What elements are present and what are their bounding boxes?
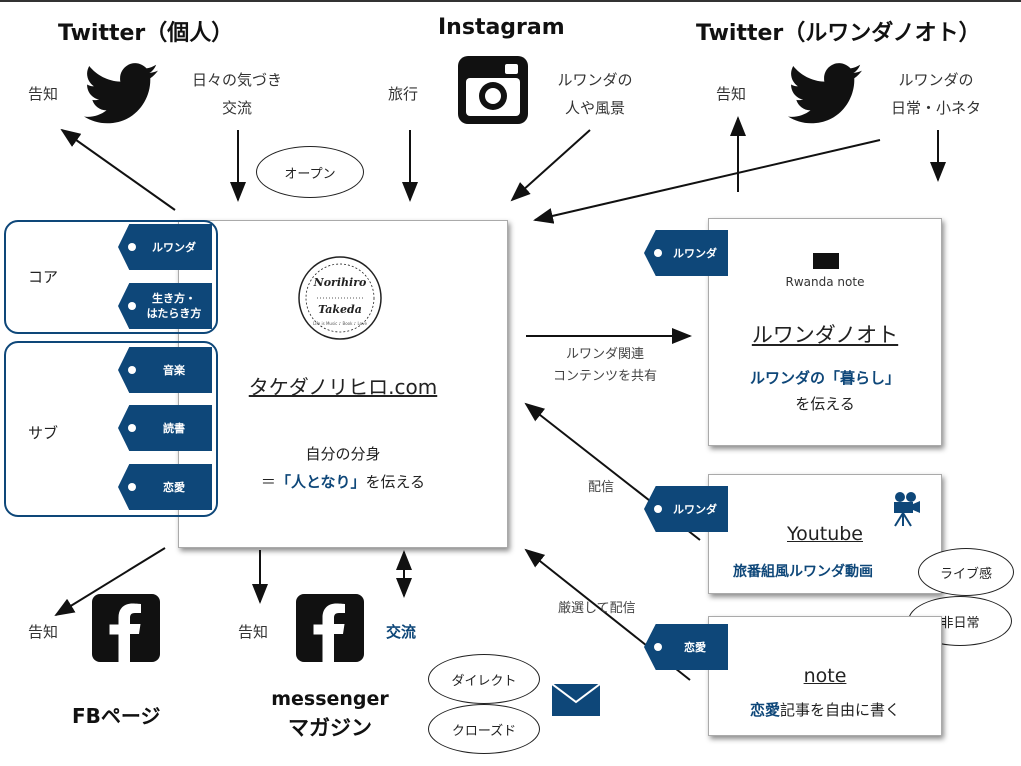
tag-love-note: 恋愛	[644, 624, 728, 670]
tag-hole	[128, 483, 136, 491]
youtube-card: Youtube 旅番組風ルワンダ動画	[708, 474, 942, 594]
arrow-to-twitter-personal	[60, 128, 176, 211]
tag-hole	[654, 643, 662, 651]
bubble-direct-label: ダイレクト	[451, 673, 517, 689]
logo-badge	[298, 256, 382, 340]
facebook-icon-2	[296, 594, 364, 663]
instagram-people-1: ルワンダの	[557, 71, 633, 89]
twitter-personal-daily-2: 交流	[221, 99, 252, 117]
bubble-live-label: ライブ感	[939, 566, 992, 582]
fb-page-notice: 告知	[28, 623, 59, 641]
share-label-2: コンテンツを共有	[552, 369, 657, 384]
twitter-rwanda-daily-1: ルワンダの	[898, 71, 974, 89]
youtube-desc: 旅番組風ルワンダ動画	[733, 564, 873, 580]
arrow-to-fb-page	[54, 547, 166, 617]
twitter-rwanda-notice: 告知	[716, 85, 747, 103]
facebook-f-glyph-2	[313, 603, 345, 663]
bubble-closed: クローズド	[428, 704, 540, 754]
tag-ikikata-line2: はたらき方	[146, 307, 202, 320]
messenger-title-2: マガジン	[288, 716, 372, 740]
rwanda-note-desc-hl: ルワンダの「暮らし」	[749, 369, 900, 387]
rwanda-note-desc: を伝える	[795, 395, 855, 413]
bubble-closed-label: クローズド	[451, 723, 517, 739]
distribute-label: 配信	[588, 480, 615, 495]
tag-rwanda-core: ルワンダ	[118, 224, 212, 270]
messenger-exchange: 交流	[386, 623, 417, 641]
messenger-notice: 告知	[238, 623, 269, 641]
envelope-icon	[552, 684, 600, 716]
note-desc-hl: 恋愛	[749, 701, 780, 719]
main-desc-highlight: 「人となり」	[275, 473, 366, 491]
fb-page-title: FBページ	[72, 704, 161, 728]
instagram-icon	[458, 56, 528, 124]
rwanda-note-logo-icon	[813, 253, 839, 269]
tag-hole	[128, 243, 136, 251]
youtube-title[interactable]: Youtube	[787, 523, 863, 545]
facebook-icon	[92, 594, 160, 663]
tag-hole	[128, 424, 136, 432]
main-desc-2: ＝「人となり」を伝える	[179, 471, 507, 492]
main-desc-post: を伝える	[365, 473, 426, 491]
twitter-personal-daily-1: 日々の気づき	[191, 71, 282, 89]
core-group-label: コア	[28, 268, 59, 286]
instagram-travel: 旅行	[388, 85, 419, 103]
facebook-f-glyph	[109, 603, 141, 663]
tag-love: 恋愛	[118, 464, 212, 510]
sub-group	[4, 341, 218, 517]
main-site-card: Norihiro Takeda Life is Music ♪ Book ♪ L…	[178, 220, 508, 548]
sub-group-label: サブ	[28, 424, 59, 442]
tag-hole	[128, 302, 136, 310]
tag-reading: 読書	[118, 405, 212, 451]
twitter-bird-icon	[84, 63, 158, 124]
note-desc-line: 恋愛記事を自由に書く	[709, 699, 941, 720]
video-camera-icon	[894, 492, 920, 527]
twitter-bird-icon-2	[788, 63, 862, 124]
share-label-1: ルワンダ関連	[565, 347, 644, 362]
logo-text-1: Norihiro	[313, 276, 367, 289]
twitter-rwanda-daily-2: 日常・小ネタ	[890, 99, 981, 117]
main-desc-eq: ＝	[260, 473, 276, 491]
bubble-direct: ダイレクト	[428, 654, 540, 704]
bubble-open: オープン	[256, 146, 364, 198]
core-group	[4, 220, 218, 334]
tag-rwanda-note: ルワンダ	[644, 230, 728, 276]
arrow-from-twitter-rwanda	[533, 139, 881, 224]
top-border	[0, 0, 1021, 2]
note-desc: 記事を自由に書く	[780, 701, 901, 719]
tag-ikikata-line1: 生き方・	[152, 292, 196, 305]
note-card: note 恋愛記事を自由に書く	[708, 616, 942, 736]
bubble-open-label: オープン	[284, 166, 336, 182]
select-distribute-label: 厳選して配信	[558, 601, 636, 616]
logo-ring-text: Life is Music ♪ Book ♪ Love	[313, 321, 367, 326]
main-site-title[interactable]: タケダノリヒロ.com	[248, 375, 438, 399]
bubble-live: ライブ感	[918, 548, 1014, 596]
arrow-from-instagram	[510, 129, 591, 202]
rwanda-note-card: Rwanda note ルワンダノオト ルワンダの「暮らし」 を伝える	[708, 218, 942, 446]
twitter-rwanda-title: Twitter（ルワンダノオト）	[696, 21, 981, 46]
main-desc-1: 自分の分身	[305, 445, 381, 463]
instagram-people-2: 人や風景	[564, 99, 625, 117]
rwanda-note-title[interactable]: ルワンダノオト	[751, 323, 899, 347]
note-title[interactable]: note	[803, 665, 847, 687]
tag-ikikata: 生き方・はたらき方	[118, 283, 212, 329]
tag-music: 音楽	[118, 347, 212, 393]
instagram-title: Instagram	[438, 15, 565, 40]
bubble-unusual-label: 非日常	[940, 615, 980, 631]
logo-text-2: Takeda	[318, 303, 362, 316]
twitter-personal-title: Twitter（個人）	[58, 21, 234, 46]
rwanda-note-logo-text: Rwanda note	[785, 275, 865, 289]
tag-hole	[128, 366, 136, 374]
tag-hole	[654, 505, 662, 513]
tag-hole	[654, 249, 662, 257]
tag-rwanda-youtube: ルワンダ	[644, 486, 728, 532]
twitter-personal-notice: 告知	[28, 85, 59, 103]
messenger-title-1: messenger	[271, 688, 389, 710]
